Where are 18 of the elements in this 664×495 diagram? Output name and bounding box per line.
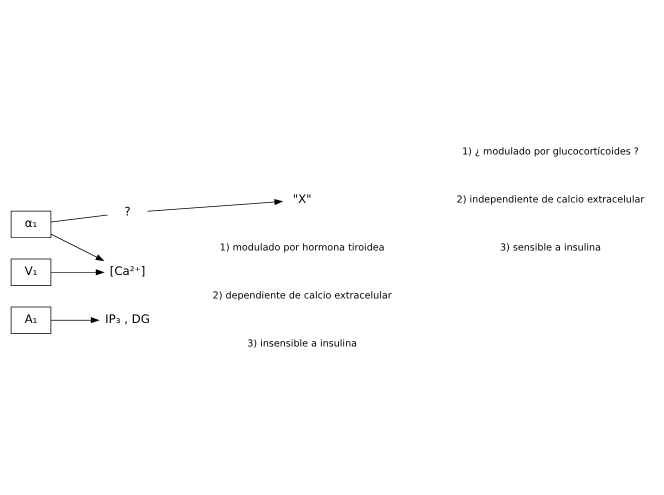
node-text: IP₃ , DG <box>105 312 150 326</box>
label: 2) dependiente de calcio extracelular <box>212 290 392 301</box>
arrow <box>50 316 100 323</box>
arrow <box>50 233 105 261</box>
label: 1) modulado por hormona tiroidea <box>220 242 385 254</box>
arrow <box>147 198 284 212</box>
label: 3) sensible a insulina <box>500 242 601 254</box>
label: 3) insensible a insulina <box>247 338 357 349</box>
node-text: [Ca²⁺] <box>110 264 146 278</box>
node-box: A₁ <box>10 306 52 334</box>
node-text: ? <box>124 204 131 218</box>
node-box: V₁ <box>10 258 52 286</box>
label: 1) ¿ modulado por glucocortícoides ? <box>462 146 639 158</box>
node-text: "X" <box>292 191 312 206</box>
node-box: α₁ <box>10 210 52 238</box>
label: 2) independiente de calcio extracelular <box>456 194 644 206</box>
arrow <box>50 268 105 275</box>
connector <box>50 214 108 222</box>
